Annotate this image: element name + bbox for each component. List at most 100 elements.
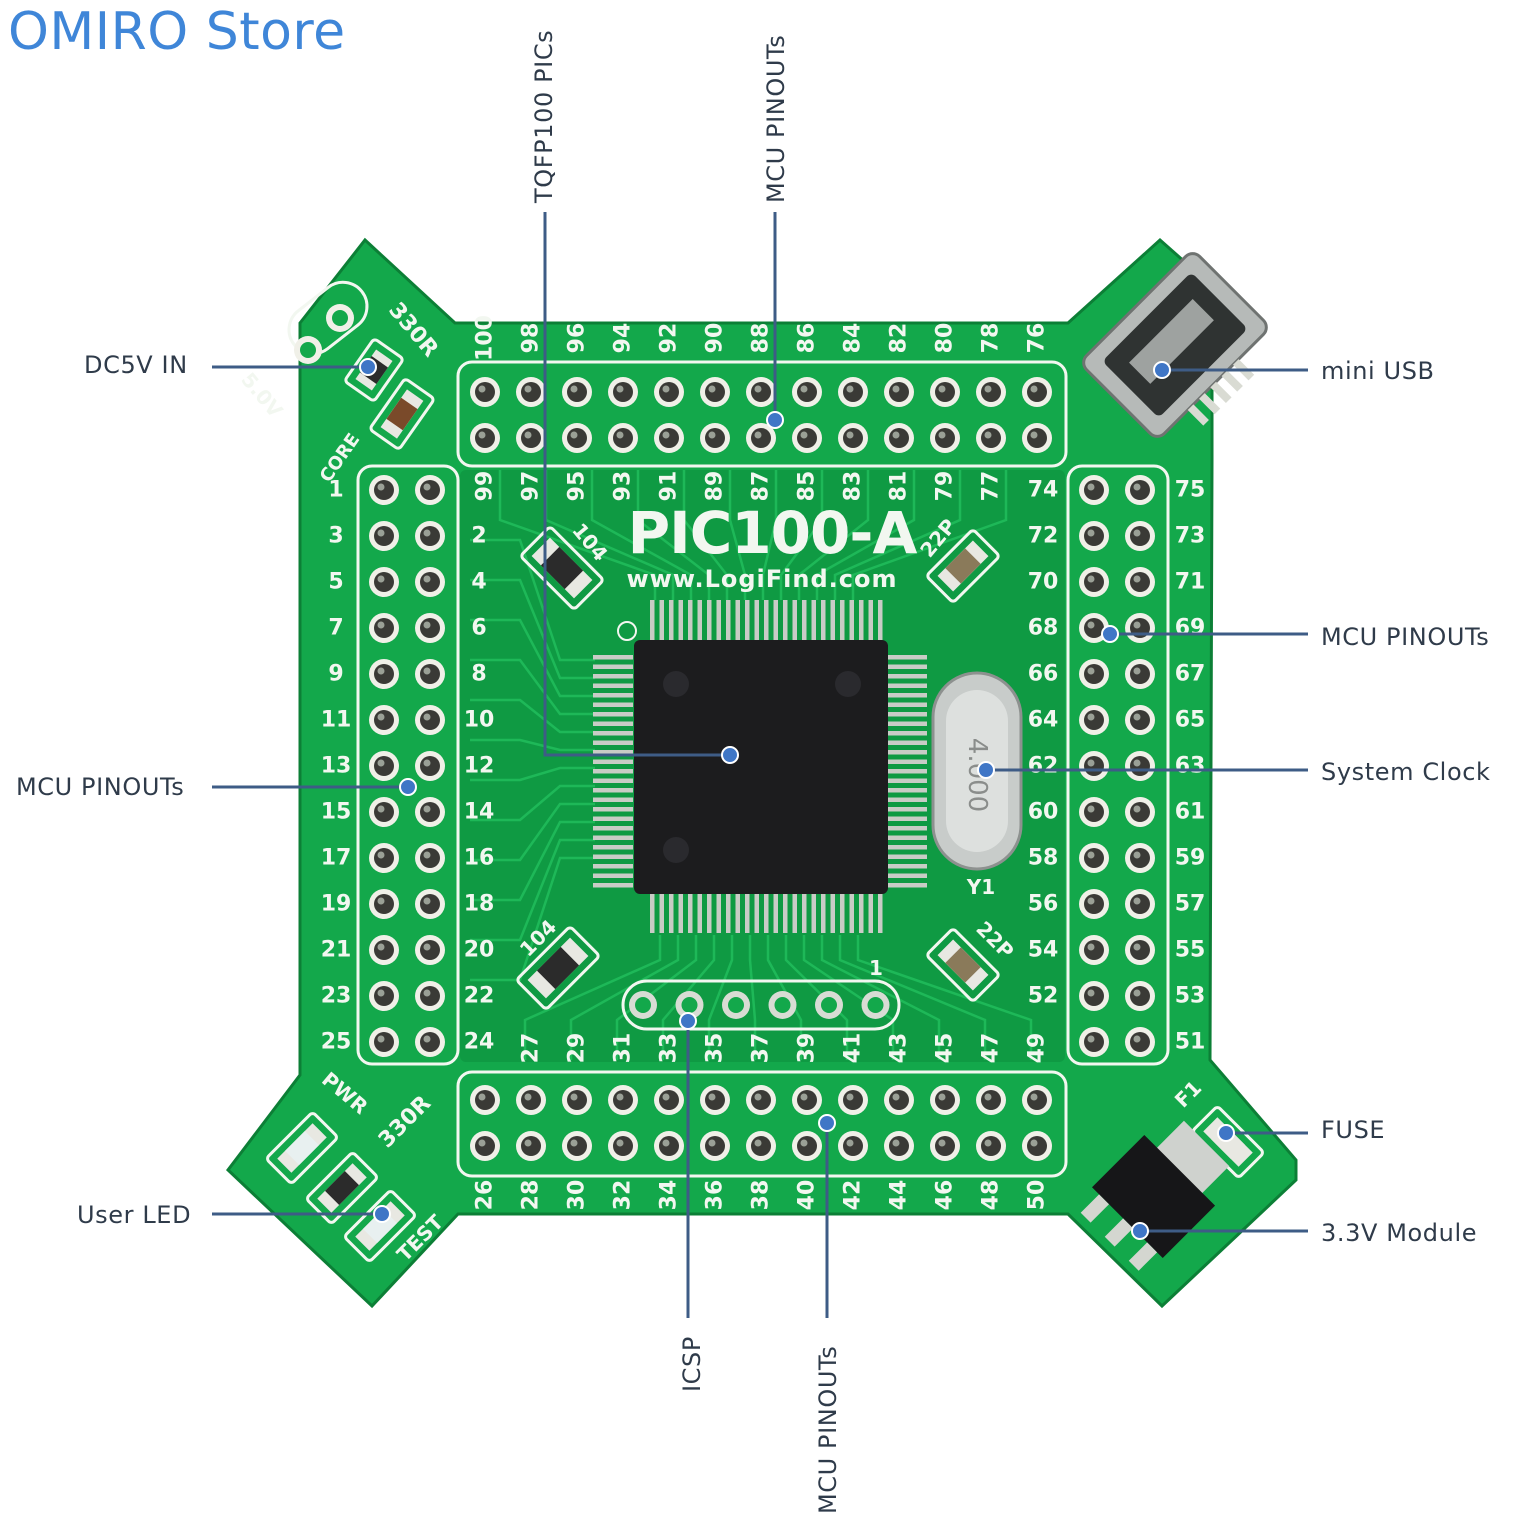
pin-number-right-outer: 59 (1175, 846, 1206, 871)
pin-hole (1084, 618, 1104, 638)
pin-shine (846, 431, 854, 439)
header-pin (1125, 567, 1155, 597)
trace-top (779, 470, 824, 600)
chip-lead (669, 600, 674, 640)
pin-number-right-inner: 52 (1028, 984, 1059, 1009)
pin-number-bottom-even: 28 (519, 1180, 544, 1211)
pin-hole (475, 428, 495, 448)
usb-lead (1221, 370, 1243, 392)
chip-lead (887, 807, 927, 812)
pin-hole (935, 1136, 955, 1156)
chip-lead (650, 600, 655, 640)
pin-number-right-outer: 51 (1175, 1030, 1206, 1055)
fanout-traces (470, 470, 1033, 1060)
pin-hole (981, 1090, 1001, 1110)
pin-hole (1130, 940, 1150, 960)
pin-shine (423, 897, 431, 905)
smd-body (945, 947, 981, 983)
pin-number-left-odd: 9 (328, 662, 343, 687)
trace-bottom (748, 935, 757, 1060)
pin-hole (420, 664, 440, 684)
pin-shine (708, 1093, 716, 1101)
leader-dot (1217, 1124, 1235, 1142)
pin-hole (705, 1136, 725, 1156)
pin-shine (938, 431, 946, 439)
usb-lead (1199, 393, 1221, 415)
pin-hole (613, 382, 633, 402)
pin-number-bottom-even: 48 (979, 1180, 1004, 1211)
crystal-top (946, 690, 1008, 852)
trace-left (470, 838, 595, 942)
pin-shine (377, 943, 385, 951)
header-pin (1125, 981, 1155, 1011)
pin-shine (1087, 805, 1095, 813)
pin-shine (377, 759, 385, 767)
trace-bottom (661, 935, 716, 1060)
pin-shine (423, 989, 431, 997)
chip-lead (811, 600, 816, 640)
pin-shine (423, 483, 431, 491)
pin-hole (1130, 480, 1150, 500)
trace-bottom (569, 935, 680, 1060)
header-pin (838, 1131, 868, 1161)
smd-outline (926, 529, 1000, 603)
header-pin (884, 377, 914, 407)
pin-hole (374, 894, 394, 914)
pin-shine (423, 943, 431, 951)
pin-number-left-even: 24 (464, 1030, 495, 1055)
chip-lead (754, 600, 759, 640)
chip-lead (697, 893, 702, 933)
pin-hole (705, 382, 725, 402)
pin-hole (420, 618, 440, 638)
pin-shine (984, 1139, 992, 1147)
pin-hole (843, 1136, 863, 1156)
chip-lead (593, 788, 633, 793)
pin-shine (1087, 713, 1095, 721)
header-pin (976, 1131, 1006, 1161)
pin-shine (423, 529, 431, 537)
pin-shine (377, 989, 385, 997)
pin-number-left-odd: 19 (321, 892, 352, 917)
pin-shine (708, 385, 716, 393)
chip-lead (754, 893, 759, 933)
header-pin (516, 1085, 546, 1115)
chip-lead (726, 893, 731, 933)
pin-number-left-even: 6 (471, 616, 486, 641)
pin-number-top-odd: 97 (519, 471, 544, 502)
pin-hole (1084, 894, 1104, 914)
pin-number-top-odd: 81 (887, 471, 912, 502)
header-pin (1125, 843, 1155, 873)
pin-hole (981, 428, 1001, 448)
pin-shine (1133, 897, 1141, 905)
header-pin (700, 1131, 730, 1161)
pin-shine (1087, 1035, 1095, 1043)
pin-number-bottom-even: 32 (611, 1180, 636, 1211)
pin-number-right-inner: 66 (1028, 662, 1059, 687)
pin-number-right-inner: 56 (1028, 892, 1059, 917)
leader-dot (1131, 1222, 1149, 1240)
header-pin (608, 1085, 638, 1115)
header-pin (1079, 889, 1109, 919)
header-pin (700, 423, 730, 453)
pin-shine (708, 1139, 716, 1147)
chip-lead (783, 893, 788, 933)
callout-mini-usb: mini USB (1321, 357, 1435, 385)
chip-lead (802, 893, 807, 933)
smd-outline (266, 1112, 338, 1184)
pin-hole (420, 526, 440, 546)
pin-hole (1130, 710, 1150, 730)
pin-number-bottom-even: 38 (749, 1180, 774, 1211)
pin-number-top-even: 94 (611, 323, 636, 354)
pin-number-left-even: 22 (464, 984, 495, 1009)
pin-number-left-odd: 21 (321, 938, 352, 963)
chip-mark (663, 671, 689, 697)
header-pin (415, 567, 445, 597)
pin-shine (800, 431, 808, 439)
header-pin (930, 377, 960, 407)
callout-user-led: User LED (77, 1201, 192, 1229)
header-pin (792, 423, 822, 453)
pin-shine (377, 483, 385, 491)
pin-number-left-odd: 1 (328, 478, 343, 503)
header-pin (1079, 935, 1109, 965)
